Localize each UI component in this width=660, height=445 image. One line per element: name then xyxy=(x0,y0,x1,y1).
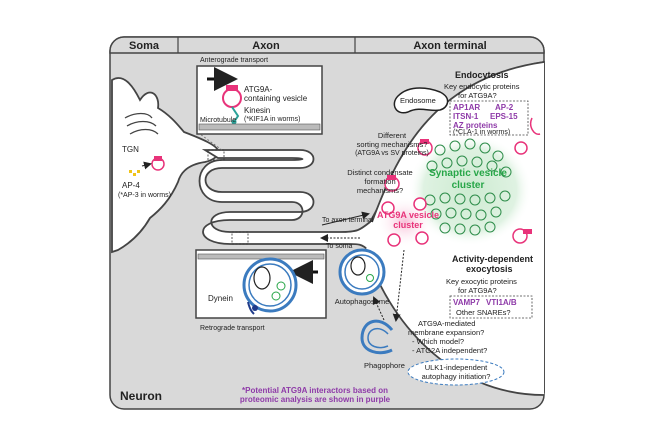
exocytosis-question-1: Key exocytic proteins xyxy=(446,277,517,286)
phagophore-outer xyxy=(360,319,394,355)
endocytosis-protein-box xyxy=(449,100,529,136)
exocytosis-other: Other SNAREs? xyxy=(456,308,511,317)
anterograde-zoom-box xyxy=(207,149,225,161)
anterograde-vesicle-line1: ATG9A- xyxy=(244,85,273,94)
endocytic-protein-2: AP-2 xyxy=(495,103,514,112)
footnote-line2: proteomic analysis are shown in purple xyxy=(240,395,391,404)
to-terminal-label: To axon terminal xyxy=(322,217,374,224)
atg9a-cluster-label-line1: ATG9A vesicle xyxy=(377,210,439,220)
svc-label-line2: cluster xyxy=(452,180,485,191)
cluster-to-phagophore-arrow xyxy=(392,249,405,322)
to-terminal-arrow xyxy=(321,211,370,226)
atg9a-vesicles xyxy=(381,197,429,247)
soma-arrow xyxy=(141,161,152,170)
sorting-question-2: sorting mechanisms? xyxy=(357,140,428,149)
kinesin-note: (*KIF1A in worms) xyxy=(244,116,300,123)
retrograde-caption: Retrograde transport xyxy=(200,325,265,332)
ulk1-line1: ULK1-independent xyxy=(425,363,488,372)
retrograde-cargo-2 xyxy=(271,291,281,301)
header-soma: Soma xyxy=(129,40,160,52)
kinesin-label: Kinesin xyxy=(244,106,270,115)
endocytic-vesicle xyxy=(514,141,528,155)
retrograde-zoom-box xyxy=(231,231,249,245)
sorting-question-3: (ATG9A vs SV proteins) xyxy=(355,150,429,157)
dynein-head xyxy=(252,305,258,311)
dynein-motor xyxy=(247,301,255,315)
neuron-label: Neuron xyxy=(120,389,162,403)
expansion-line2: membrane expansion? xyxy=(408,328,484,337)
atg9a-cluster-label-line2: cluster xyxy=(393,220,423,230)
tgn-label: TGN xyxy=(122,145,139,154)
ulk1-line2: autophagy initiation? xyxy=(422,372,491,381)
ulk1-ellipse xyxy=(407,358,505,386)
kinesin-head xyxy=(231,119,237,125)
endocytosis-title: Endocytosis xyxy=(455,70,509,80)
retrograde-cargo-1 xyxy=(276,281,286,291)
endocytic-protein-5: AZ proteins xyxy=(453,121,498,130)
anterograde-zoom-line xyxy=(199,133,223,151)
terminal-atg9a-vesicles xyxy=(384,140,528,244)
endocytosis-question-1: Key endocytic proteins xyxy=(444,82,520,91)
autophagosome-cargo xyxy=(366,274,374,282)
footnote-line1: *Potential ATG9A interactors based on xyxy=(242,386,388,395)
endocytic-protein-1: AP1AR xyxy=(453,103,480,112)
autophagosome-mitochondrion xyxy=(350,256,366,276)
condensate-question-2: formation xyxy=(364,177,395,186)
endocytic-pit xyxy=(529,117,541,135)
phagophore-label: Phagophore xyxy=(364,361,405,370)
svc-label-line1: Synaptic vesicle xyxy=(429,168,507,179)
sorting-question-1: Different xyxy=(378,131,407,140)
synaptic-vesicles xyxy=(424,138,512,236)
dynein-label: Dynein xyxy=(208,294,233,303)
tgn-stacks xyxy=(124,112,159,135)
header-axon: Axon xyxy=(252,40,280,52)
microtubule-label: Microtubule xyxy=(200,117,236,124)
atg2a-independent: - ATG2A independent? xyxy=(412,346,487,355)
header-axon-terminal: Axon terminal xyxy=(413,40,486,52)
ap4-label: AP-4 xyxy=(122,181,140,190)
endosome-label: Endosome xyxy=(400,96,436,105)
phagophore-inner xyxy=(367,327,389,349)
anterograde-vesicle xyxy=(222,88,242,108)
endocytosis-note: (*CLA-1 in worms) xyxy=(453,129,510,136)
condensate-question-3: mechanisms? xyxy=(357,186,403,195)
endosome xyxy=(393,87,449,114)
exocytosis-question-2: for ATG9A? xyxy=(458,286,497,295)
exocytosis-protein-box xyxy=(449,295,533,319)
anterograde-microtubule xyxy=(198,123,321,131)
terminal-atg9a-markers xyxy=(387,139,532,234)
condensate-question-1: Distinct condensate xyxy=(347,168,412,177)
header-bar xyxy=(109,36,545,54)
exocytosis-title-1: Activity-dependent xyxy=(452,254,533,264)
ap4-note: (*AP-3 in worms) xyxy=(118,192,171,199)
retrograde-microtubule xyxy=(197,253,325,260)
anterograde-caption: Anterograde transport xyxy=(200,57,268,64)
exocytosis-title-2: exocytosis xyxy=(466,264,513,274)
which-model: - Which model? xyxy=(412,337,464,346)
to-soma-label: To soma xyxy=(326,243,353,250)
anterograde-atg9a-marker xyxy=(226,85,238,91)
retrograde-mitochondrion xyxy=(253,266,271,290)
atg9a-marker-soma xyxy=(154,156,162,161)
autophagosome-label: Autophagosome xyxy=(335,297,390,306)
endocytic-protein-3: ITSN-1 xyxy=(453,112,479,121)
endocytic-protein-4: EPS-15 xyxy=(490,112,518,121)
exocytic-protein-1: VAMP7 xyxy=(453,298,481,307)
phagophore-to-autophagosome-arrow xyxy=(372,296,385,321)
expansion-line1: ATG9A-mediated xyxy=(418,319,475,328)
exocytic-protein-2: VTI1A/B xyxy=(486,298,517,307)
endocytosis-question-2: for ATG9A? xyxy=(458,91,497,100)
ap4-dots xyxy=(129,170,140,176)
anterograde-vesicle-line2: containing vesicle xyxy=(244,94,308,103)
